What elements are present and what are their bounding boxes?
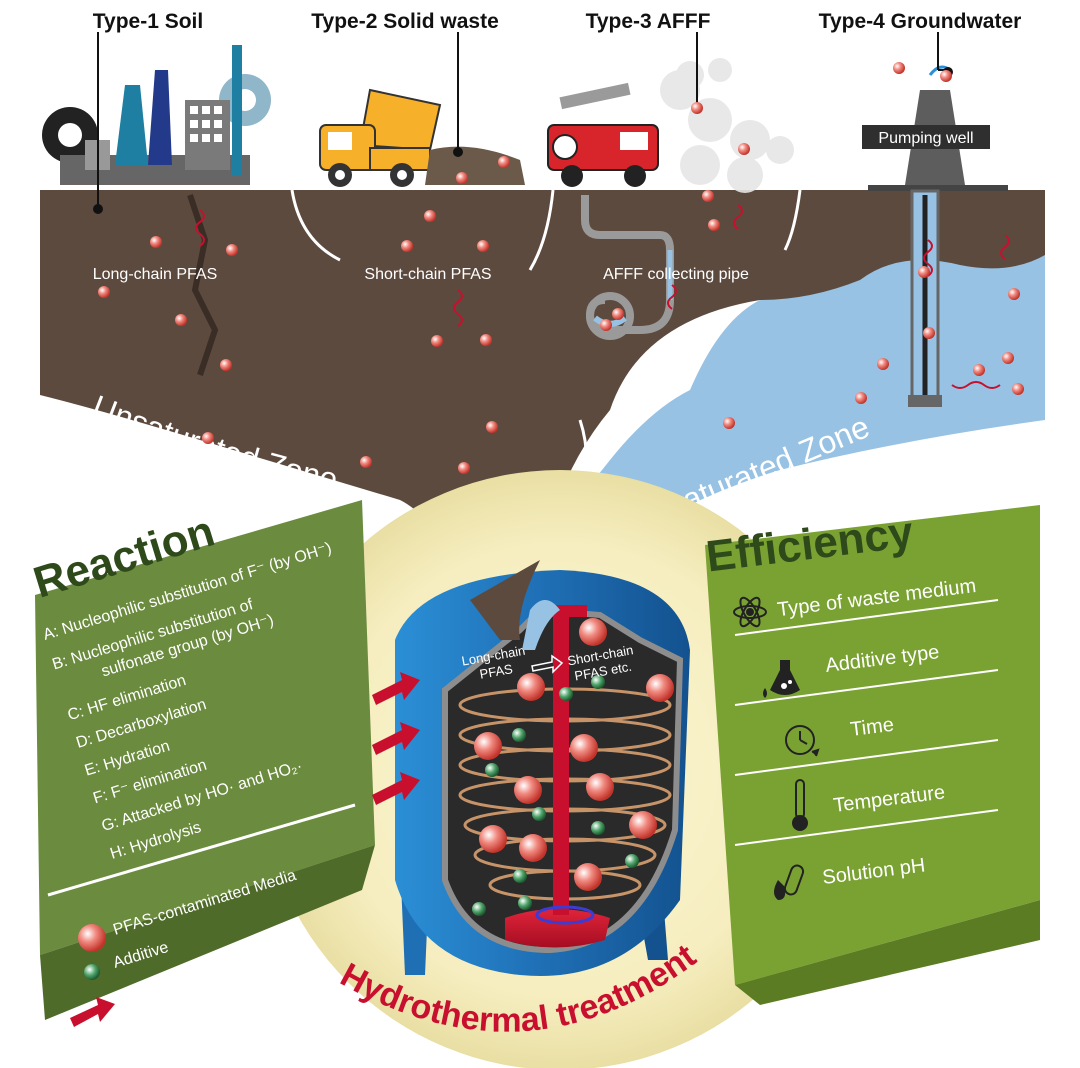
dump-truck-icon (319, 88, 525, 187)
type4-title: Type-4 Groundwater (819, 10, 1022, 33)
soil-layer (40, 189, 1045, 600)
heating-arrows (372, 672, 420, 805)
legend-heating-icon (70, 997, 115, 1027)
reaction-panel: Reaction (28, 500, 375, 1020)
ph-tube-icon (774, 864, 805, 900)
legend-additive-icon (84, 964, 100, 980)
watermark: Eco Environ Health (761, 1008, 994, 1035)
fire-truck-icon (547, 58, 794, 193)
timer-icon (785, 725, 820, 757)
efficiency-item-3: Time (849, 714, 895, 741)
reactor: Long-chain PFAS Short-chain PFAS etc. (372, 570, 690, 977)
soil-stream (470, 560, 540, 640)
thermometer-icon (792, 779, 808, 831)
atom-icon (733, 596, 767, 628)
flask-icon (763, 660, 800, 698)
type3-title: Type-3 AFFF (586, 10, 711, 33)
water-stream (522, 600, 560, 650)
pumping-well-sign (862, 125, 990, 149)
watermark-text: Eco Environ Health (806, 1010, 994, 1035)
afff-pipe-label: AFFF collecting pipe (603, 266, 749, 283)
type2-title: Type-2 Solid waste (311, 10, 499, 33)
long-chain-label: Long-chain PFAS (93, 266, 218, 283)
type1-title: Type-1 Soil (93, 10, 203, 33)
pumping-well-icon: Pumping well (862, 65, 1008, 407)
legend-pfas-icon (78, 924, 106, 952)
wechat-icon (761, 1008, 796, 1033)
short-chain-label: Short-chain PFAS (364, 266, 491, 283)
reactor-long-chain-line2: PFAS (478, 661, 514, 682)
pumping-well-label: Pumping well (878, 130, 973, 147)
factory-icon (42, 45, 271, 185)
afff-pipe (581, 195, 674, 340)
efficiency-panel: Efficiency (703, 505, 1040, 1005)
migration-arrows (195, 204, 1010, 389)
conversion-arrow-icon (531, 654, 564, 674)
